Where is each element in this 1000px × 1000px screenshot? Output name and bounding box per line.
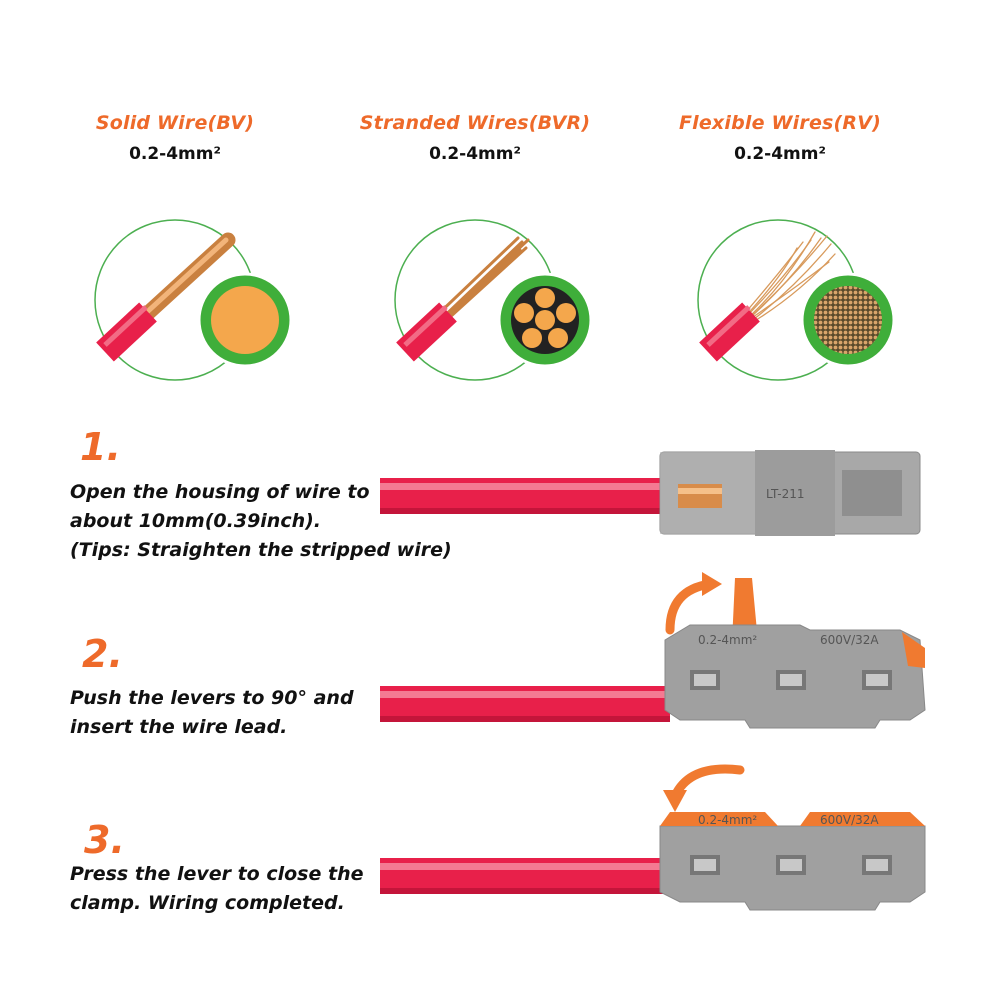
wire-type-flexible: Flexible Wires(RV) 0.2-4mm² — [630, 112, 930, 164]
wire-type-range: 0.2-4mm² — [429, 144, 521, 164]
wire-type-range: 0.2-4mm² — [734, 144, 826, 164]
flexible-wire-icon — [697, 219, 896, 381]
wire-type-title: Flexible Wires(RV) — [678, 112, 882, 134]
step-line: about 10mm(0.39inch). — [70, 510, 322, 532]
connector-range-label: 0.2-4mm² — [698, 813, 757, 827]
step3-illustration: 0.2-4mm² 600V/32A — [380, 764, 926, 911]
step-number: 1. — [80, 425, 121, 469]
wire-type-title: Solid Wire(BV) — [95, 112, 255, 134]
step1-illustration: LT-211 — [380, 450, 921, 536]
connector-rating-label: 600V/32A — [820, 813, 879, 827]
step-line: Open the housing of wire to — [70, 481, 370, 503]
stranded-wire-icon — [394, 219, 593, 381]
step-instructions: Open the housing of wire to about 10mm(0… — [70, 478, 452, 565]
connector-rating-label: 600V/32A — [820, 633, 879, 647]
connector-range-label: 0.2-4mm² — [698, 633, 757, 647]
wire-type-title: Stranded Wires(BVR) — [359, 112, 591, 134]
step-number: 3. — [84, 818, 125, 862]
solid-wire-icon — [94, 219, 293, 381]
step-line: insert the wire lead. — [70, 716, 288, 738]
step-line: Push the levers to 90° and — [70, 687, 354, 709]
wire-type-stranded: Stranded Wires(BVR) 0.2-4mm² — [325, 112, 625, 164]
step-line: clamp. Wiring completed. — [70, 892, 345, 914]
step-line: Press the lever to close the — [70, 863, 364, 885]
step-instructions: Push the levers to 90° and insert the wi… — [70, 684, 354, 742]
step-instructions: Press the lever to close the clamp. Wiri… — [70, 860, 363, 918]
wire-type-solid: Solid Wire(BV) 0.2-4mm² — [25, 112, 325, 164]
wire-type-range: 0.2-4mm² — [129, 144, 221, 164]
step2-illustration: 0.2-4mm² 600V/32A — [380, 572, 926, 729]
connector-model-label: LT-211 — [766, 487, 805, 501]
step-line: (Tips: Straighten the stripped wire) — [70, 539, 452, 561]
step-number: 2. — [82, 632, 123, 676]
